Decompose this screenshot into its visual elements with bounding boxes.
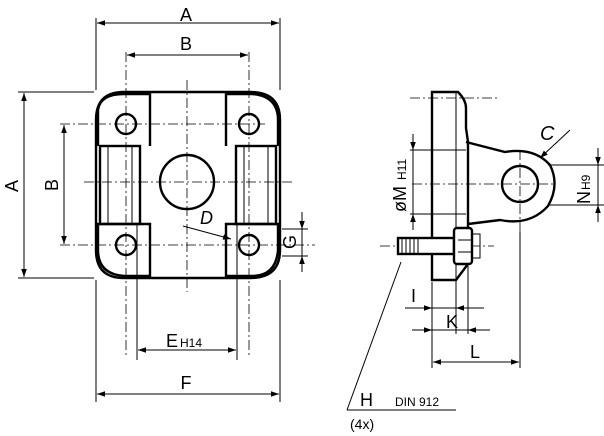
right-slot [234, 144, 278, 226]
dim-B-top: B [180, 34, 192, 54]
dim-A-left: A [2, 180, 22, 192]
dim-F: F [181, 373, 192, 393]
left-slot [98, 144, 142, 226]
dim-E-tolerance: H14 [180, 336, 202, 350]
bottom-right-boss [224, 222, 280, 278]
top-right-boss [224, 92, 280, 146]
dim-M: øM [390, 186, 410, 212]
top-left-boss [96, 92, 152, 146]
dim-K: K [446, 312, 458, 332]
dim-N: N [574, 191, 594, 204]
screw-standard: DIN 912 [395, 395, 439, 409]
socket-head-screw [396, 226, 481, 266]
dim-L: L [470, 342, 480, 362]
side-flange [430, 90, 470, 282]
front-view [60, 52, 315, 355]
dim-N-tolerance: H9 [579, 174, 593, 190]
dim-E: E [166, 331, 178, 351]
dim-G: G [280, 235, 300, 249]
dim-I: I [411, 286, 416, 306]
dim-B-left: B [42, 179, 62, 191]
dim-H: H [360, 390, 373, 410]
bottom-left-boss [96, 222, 152, 278]
dim-A-top: A [180, 5, 192, 25]
side-dimensions: C øM H11 N H9 I K L [346, 123, 604, 432]
dim-D: D [200, 208, 213, 228]
clevis-ear [465, 140, 556, 226]
front-dimensions: A B A B D G E H14 F [2, 5, 308, 402]
flange-outline [94, 90, 282, 280]
dim-C: C [540, 123, 555, 145]
screw-quantity: (4x) [350, 416, 374, 432]
side-view [380, 90, 556, 282]
dim-M-tolerance: H11 [395, 159, 409, 180]
